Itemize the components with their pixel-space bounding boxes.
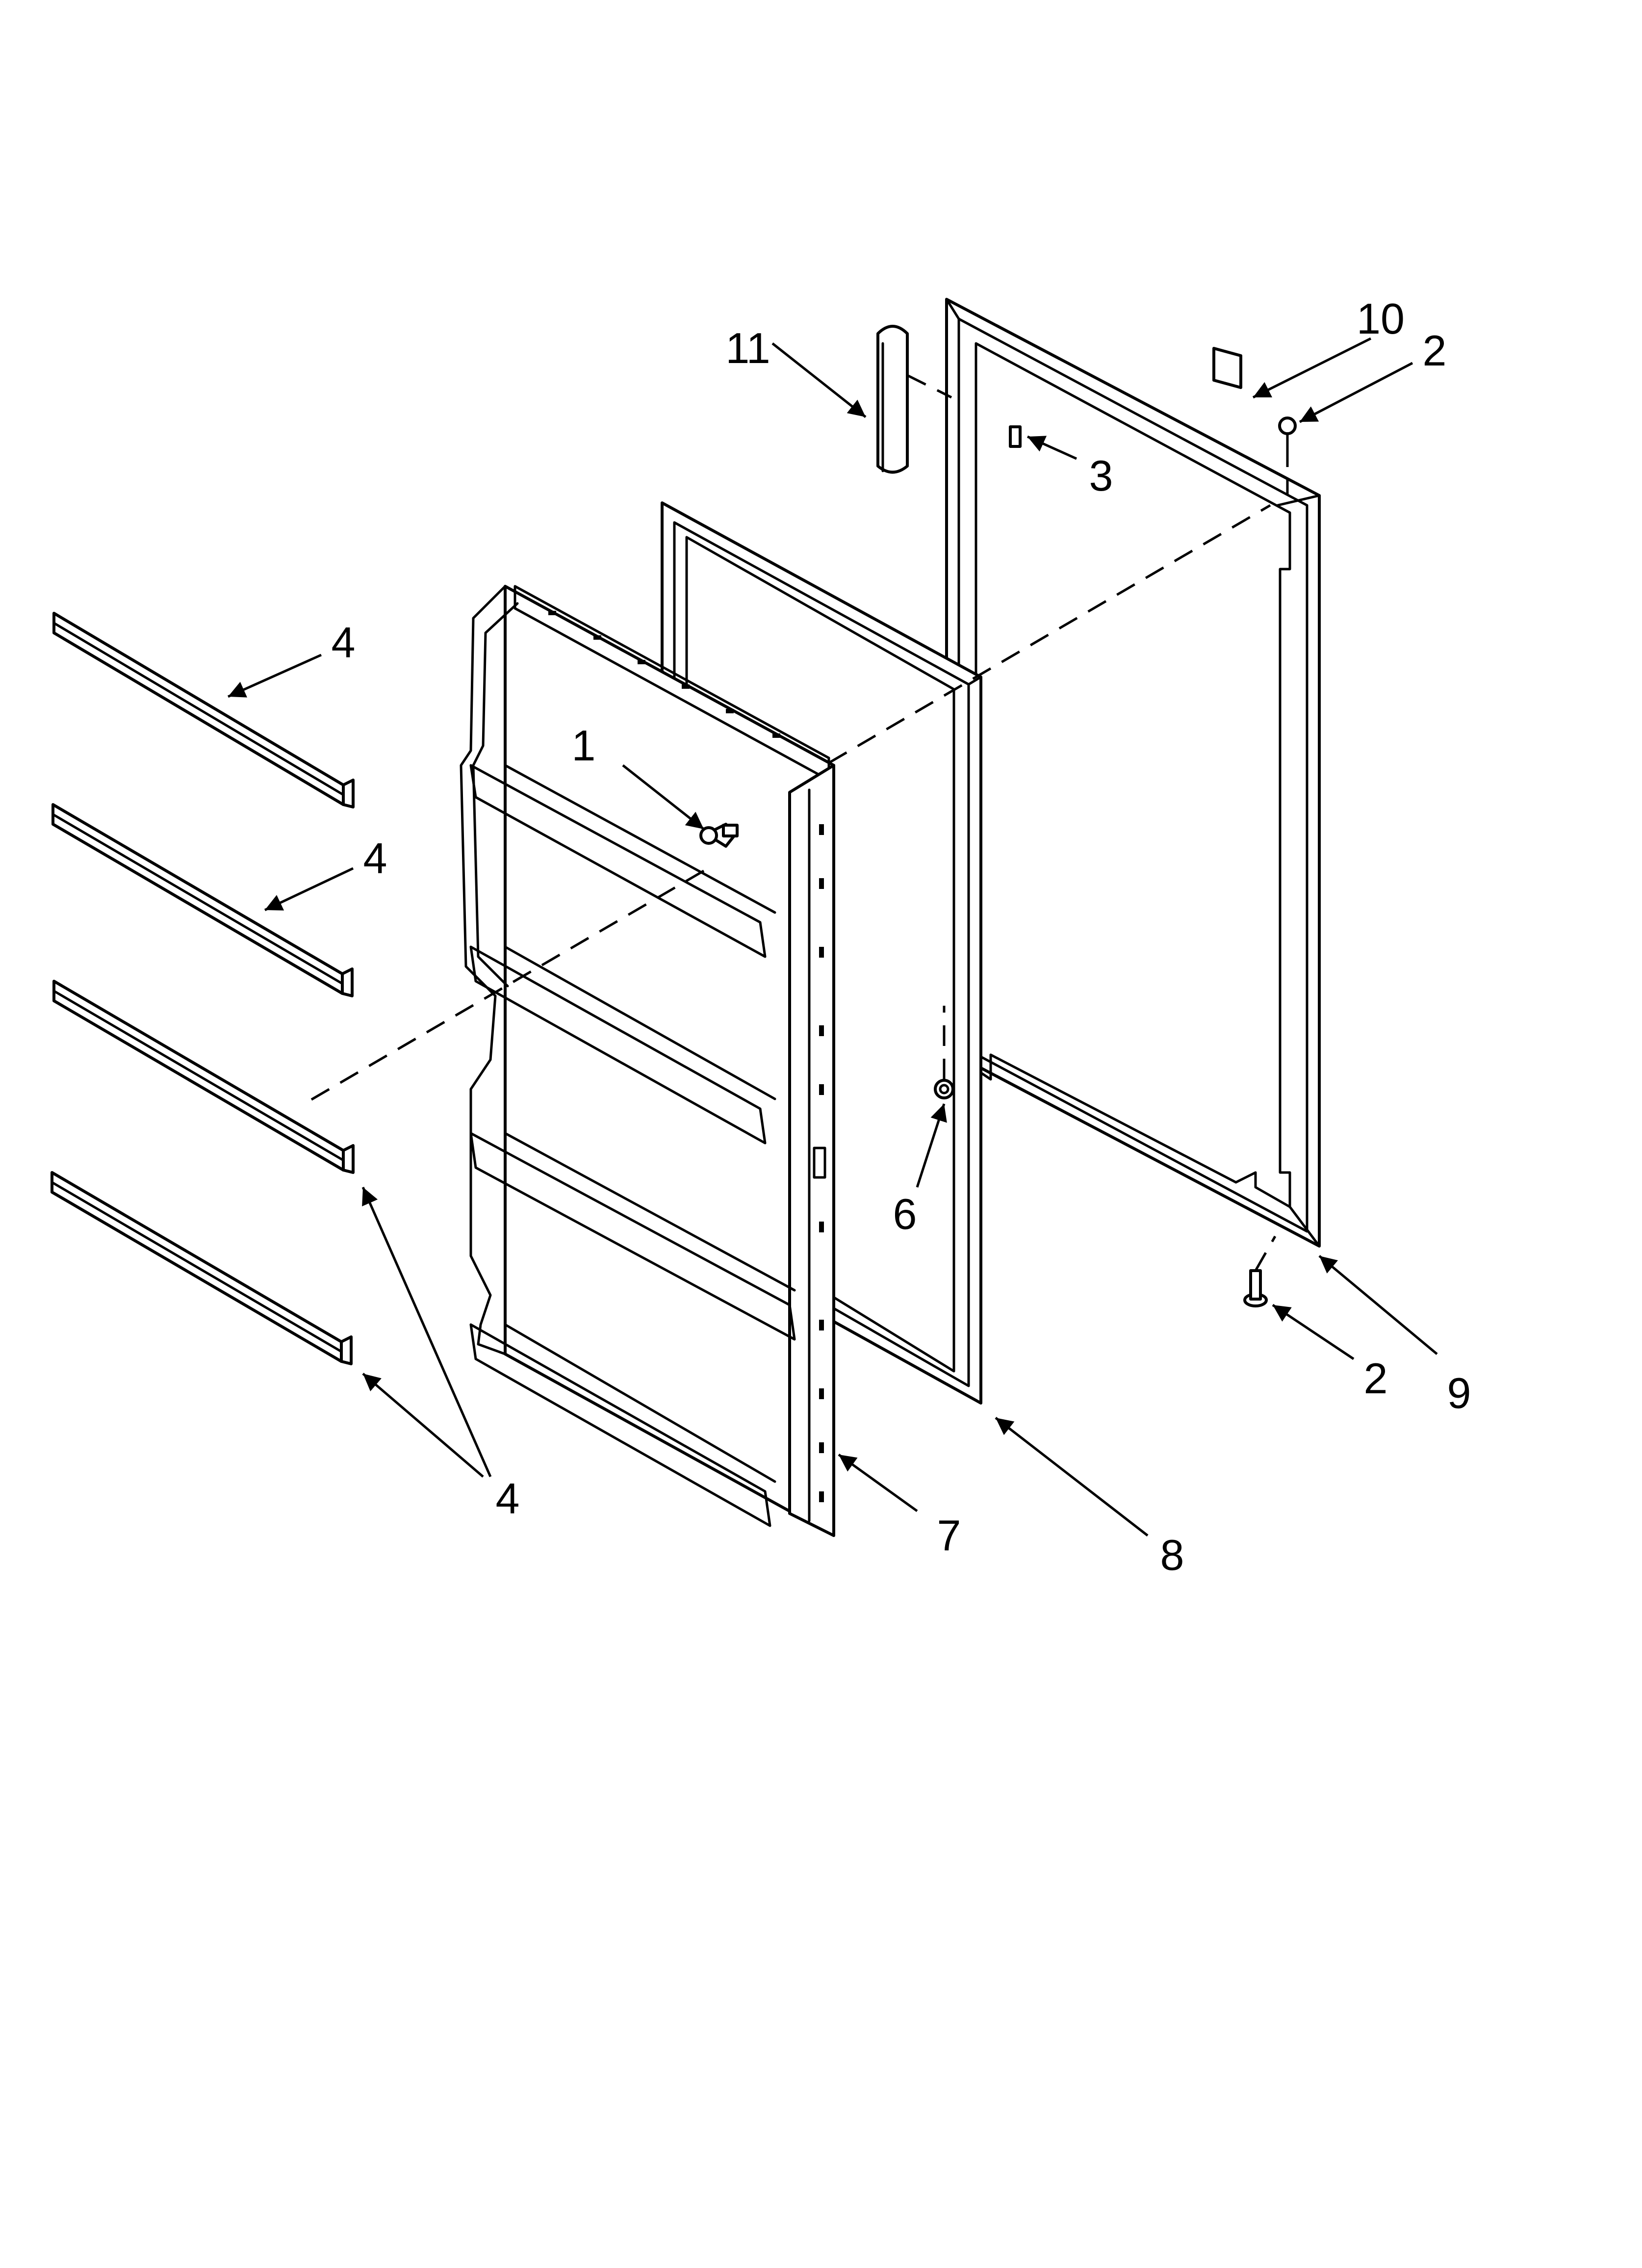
callout-labels: 1 2 2 3 4 4 4 6 7 8 9 10 11 [332, 294, 1471, 1579]
callout-7: 7 [937, 1511, 961, 1560]
door-liner [460, 585, 835, 1537]
callout-10: 10 [1357, 294, 1405, 343]
plug-6 [934, 1079, 954, 1099]
label-10 [1212, 347, 1242, 389]
alignment-lines [303, 374, 1289, 1272]
callout-4-top: 4 [332, 618, 356, 667]
screw-2-bottom [1243, 1269, 1268, 1307]
callout-3: 3 [1089, 451, 1113, 500]
callout-2-bottom: 2 [1364, 1354, 1388, 1403]
shelf-bar-1 [52, 612, 355, 808]
outer-door-panel [945, 298, 1321, 1248]
callout-8: 8 [1160, 1531, 1184, 1579]
leader-lines [227, 337, 1438, 1537]
callout-11: 11 [725, 324, 770, 372]
callout-2-top: 2 [1423, 326, 1447, 375]
callout-9: 9 [1447, 1369, 1471, 1417]
shelf-bar-3 [52, 980, 355, 1174]
callout-4-middle: 4 [363, 834, 387, 883]
flange-holes [548, 611, 780, 738]
shelf-bar-2 [51, 803, 354, 997]
callout-1: 1 [572, 721, 596, 770]
hinge-cover [876, 325, 909, 474]
screw-2-top [1278, 417, 1297, 448]
shelf-bar-4 [51, 1171, 353, 1365]
screw-1 [699, 823, 739, 848]
callout-6: 6 [893, 1190, 917, 1238]
callout-4-bottom: 4 [496, 1474, 520, 1523]
rail-holes [819, 824, 824, 1502]
clip-3 [1009, 425, 1022, 448]
